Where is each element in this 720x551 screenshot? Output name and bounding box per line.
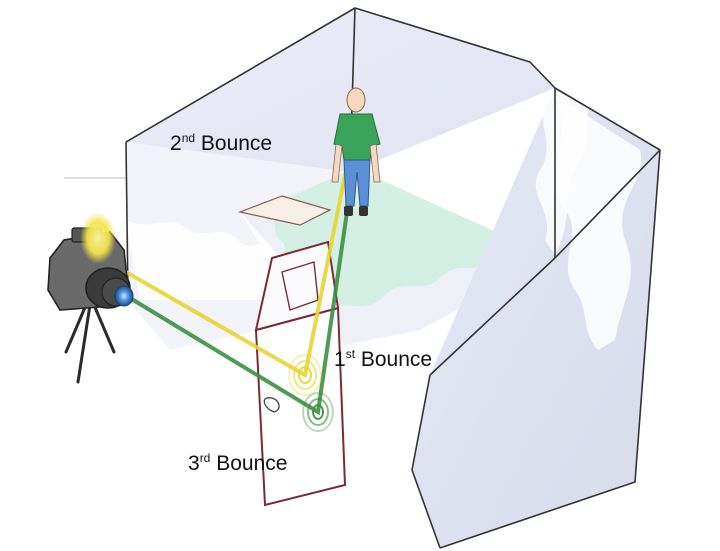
- person-figure: [331, 87, 381, 216]
- person-shoe-left: [344, 206, 353, 216]
- person-arm-left: [331, 143, 343, 183]
- bounce2-suffix: nd: [181, 131, 196, 145]
- bounce2-word: Bounce: [200, 132, 273, 155]
- bounce3-ripple: [302, 392, 334, 432]
- bounce1-word: Bounce: [360, 348, 433, 371]
- door-handle-icon[interactable]: [263, 397, 280, 413]
- right-wall-highlight-2: [535, 88, 600, 255]
- bounce2-label: 2nd Bounce: [170, 131, 273, 155]
- light-rays: [124, 138, 358, 416]
- bounce3-word: Bounce: [216, 452, 288, 475]
- camera-lens-icon: [85, 267, 134, 309]
- person-shoe-right: [359, 206, 368, 216]
- bounce1-label: 1st Bounce: [334, 347, 433, 371]
- bounce3-suffix: rd: [199, 451, 211, 465]
- bounce1-ripple: [288, 354, 322, 396]
- bounce2-ordinal: 2: [170, 132, 182, 155]
- person-arm-right: [369, 143, 381, 183]
- tripod-icon: [64, 303, 116, 384]
- bounce1-suffix: st: [345, 347, 356, 361]
- bounce3-ordinal: 3: [188, 452, 200, 475]
- bounce1-ordinal: 1: [334, 348, 346, 371]
- doorway-opening: [237, 195, 332, 226]
- yellow-ray: [124, 138, 354, 379]
- green-ray: [128, 148, 358, 416]
- camera-flash-icon: [80, 212, 116, 264]
- bounce3-label: 3rd Bounce: [188, 451, 288, 475]
- person-head: [346, 87, 366, 113]
- left-wall-highlight: [126, 220, 270, 300]
- camera-on-tripod: [47, 212, 134, 384]
